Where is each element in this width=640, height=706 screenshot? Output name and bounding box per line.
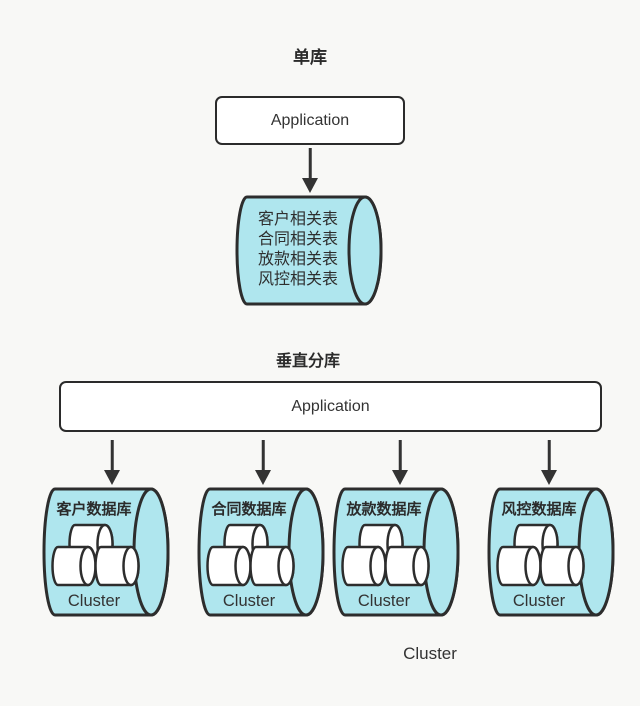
arrow-shaft <box>547 440 551 473</box>
database-name: 客户数据库 <box>56 501 132 518</box>
database-cylinder-risk: 风控数据库 Cluster <box>487 486 615 618</box>
arrow-shaft <box>308 148 312 181</box>
table-list-item: 客户相关表 <box>257 211 338 228</box>
database-cylinder-contract: 合同数据库 Cluster <box>197 486 325 618</box>
arrow-head <box>541 470 557 485</box>
section-title-single-db: 单库 <box>293 48 327 67</box>
arrow-down-icon <box>392 440 408 485</box>
mini-database-icon <box>94 544 140 588</box>
database-name: 风控数据库 <box>501 501 577 518</box>
arrow-head <box>392 470 408 485</box>
mini-database-icon <box>249 544 295 588</box>
table-list-item: 合同相关表 <box>257 231 338 248</box>
cluster-label: Cluster <box>67 592 121 610</box>
mini-database-icon <box>384 544 430 588</box>
application-label: Application <box>291 397 370 415</box>
arrow-down-icon <box>302 148 318 193</box>
arrow-down-icon <box>541 440 557 485</box>
cluster-label: Cluster <box>512 592 566 610</box>
table-list: 客户相关表 合同相关表 放款相关表 风控相关表 <box>239 210 357 290</box>
arrow-head <box>255 470 271 485</box>
database-cylinder-single: 客户相关表 合同相关表 放款相关表 风控相关表 <box>235 194 383 307</box>
database-name: 放款数据库 <box>346 501 422 518</box>
footer-cluster-label: Cluster <box>403 644 457 663</box>
table-list-item: 放款相关表 <box>257 251 338 268</box>
mini-database-icon <box>341 544 387 588</box>
mini-database-icon <box>496 544 542 588</box>
arrow-shaft <box>261 440 265 473</box>
arrow-down-icon <box>104 440 120 485</box>
section-title-vertical-sharding: 垂直分库 <box>275 353 340 370</box>
database-cylinder-loan: 放款数据库 Cluster <box>332 486 460 618</box>
application-label: Application <box>270 111 350 129</box>
cluster-label: Cluster <box>222 592 276 610</box>
arrow-down-icon <box>255 440 271 485</box>
database-cylinder-customer: 客户数据库 Cluster <box>42 486 170 618</box>
arrow-head <box>302 178 318 193</box>
arrow-head <box>104 470 120 485</box>
database-name: 合同数据库 <box>211 501 287 518</box>
cylinder-shape <box>235 195 383 306</box>
arrow-shaft <box>398 440 402 473</box>
mini-database-icon <box>51 544 97 588</box>
mini-database-icon <box>206 544 252 588</box>
application-box-single: Application <box>215 96 405 145</box>
table-list-item: 风控相关表 <box>257 271 338 288</box>
arrow-shaft <box>110 440 114 473</box>
application-box-vertical: Application <box>59 381 602 432</box>
cluster-label: Cluster <box>357 592 411 610</box>
mini-database-icon <box>539 544 585 588</box>
